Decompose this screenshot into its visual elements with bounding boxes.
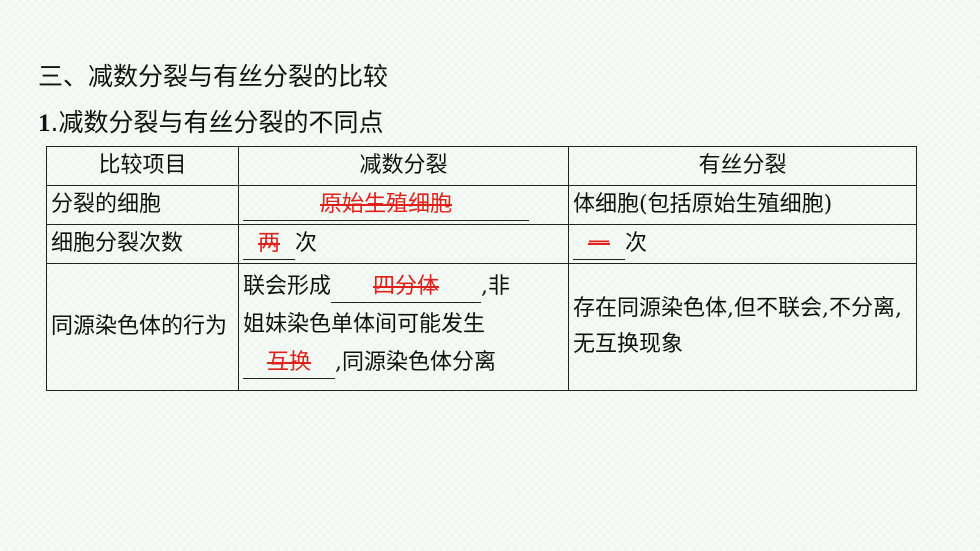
subsection-number: 1 [38,110,51,137]
comparison-table: 比较项目 减数分裂 有丝分裂 分裂的细胞 原始生殖细胞 体细胞(包括原始生殖细胞… [46,146,917,391]
row2-meiosis-suffix: 次 [295,231,318,256]
row2-meiosis: 两次 [238,224,569,264]
header-meiosis: 减数分裂 [238,146,569,186]
header-mitosis: 有丝分裂 [568,146,917,186]
answer-text: 四分体 [373,274,440,299]
answer-text: 互换 [266,350,311,375]
row3-item: 同源染色体的行为 [46,263,239,391]
row3-meiosis: 联会形成 四分体 ,非 姐妹染色单体间可能发生 互换 ,同源染色体分离 [238,263,569,391]
table-row: 分裂的细胞 原始生殖细胞 体细胞(包括原始生殖细胞) [46,185,917,225]
row3-suffix: ,非 [481,274,511,299]
row2-mitosis-suffix: 次 [625,231,648,256]
row3-meiosis-line2: 姐妹染色单体间可能发生 [243,312,486,337]
row3-meiosis-line1: 联会形成 四分体 ,非 [243,268,564,306]
row1-mitosis: 体细胞(包括原始生殖细胞) [568,185,917,225]
row2-mitosis: 一次 [568,224,917,264]
section-heading: 三、减数分裂与有丝分裂的比较 [38,62,389,91]
row3-mitosis: 存在同源染色体,但不联会,不分离,无互换现象 [568,263,917,391]
row3-meiosis-line3: 互换 ,同源染色体分离 [243,344,564,382]
row3-prefix: 联会形成 [243,274,332,299]
subsection-heading: 1.减数分裂与有丝分裂的不同点 [38,106,383,141]
answer-text: 两 [257,231,280,256]
table-header-row: 比较项目 减数分裂 有丝分裂 [46,146,917,186]
subsection-title: .减数分裂与有丝分裂的不同点 [50,108,384,137]
row3-line3-suffix: ,同源染色体分离 [335,350,496,375]
table-row: 细胞分裂次数 两次 一次 [46,224,917,264]
answer-text: 一 [587,231,610,256]
fill-blank: 原始生殖细胞 [243,190,529,221]
fill-blank: 四分体 [331,272,482,303]
table-row: 同源染色体的行为 联会形成 四分体 ,非 姐妹染色单体间可能发生 互换 ,同源染色体分… [46,263,917,391]
row2-item: 细胞分裂次数 [46,224,239,264]
header-item: 比较项目 [46,146,239,186]
answer-text: 原始生殖细胞 [319,192,452,217]
fill-blank: 互换 [243,348,335,379]
row1-meiosis: 原始生殖细胞 [238,185,569,225]
fill-blank: 两 [243,229,295,260]
fill-blank: 一 [573,229,625,260]
row1-item: 分裂的细胞 [46,185,239,225]
